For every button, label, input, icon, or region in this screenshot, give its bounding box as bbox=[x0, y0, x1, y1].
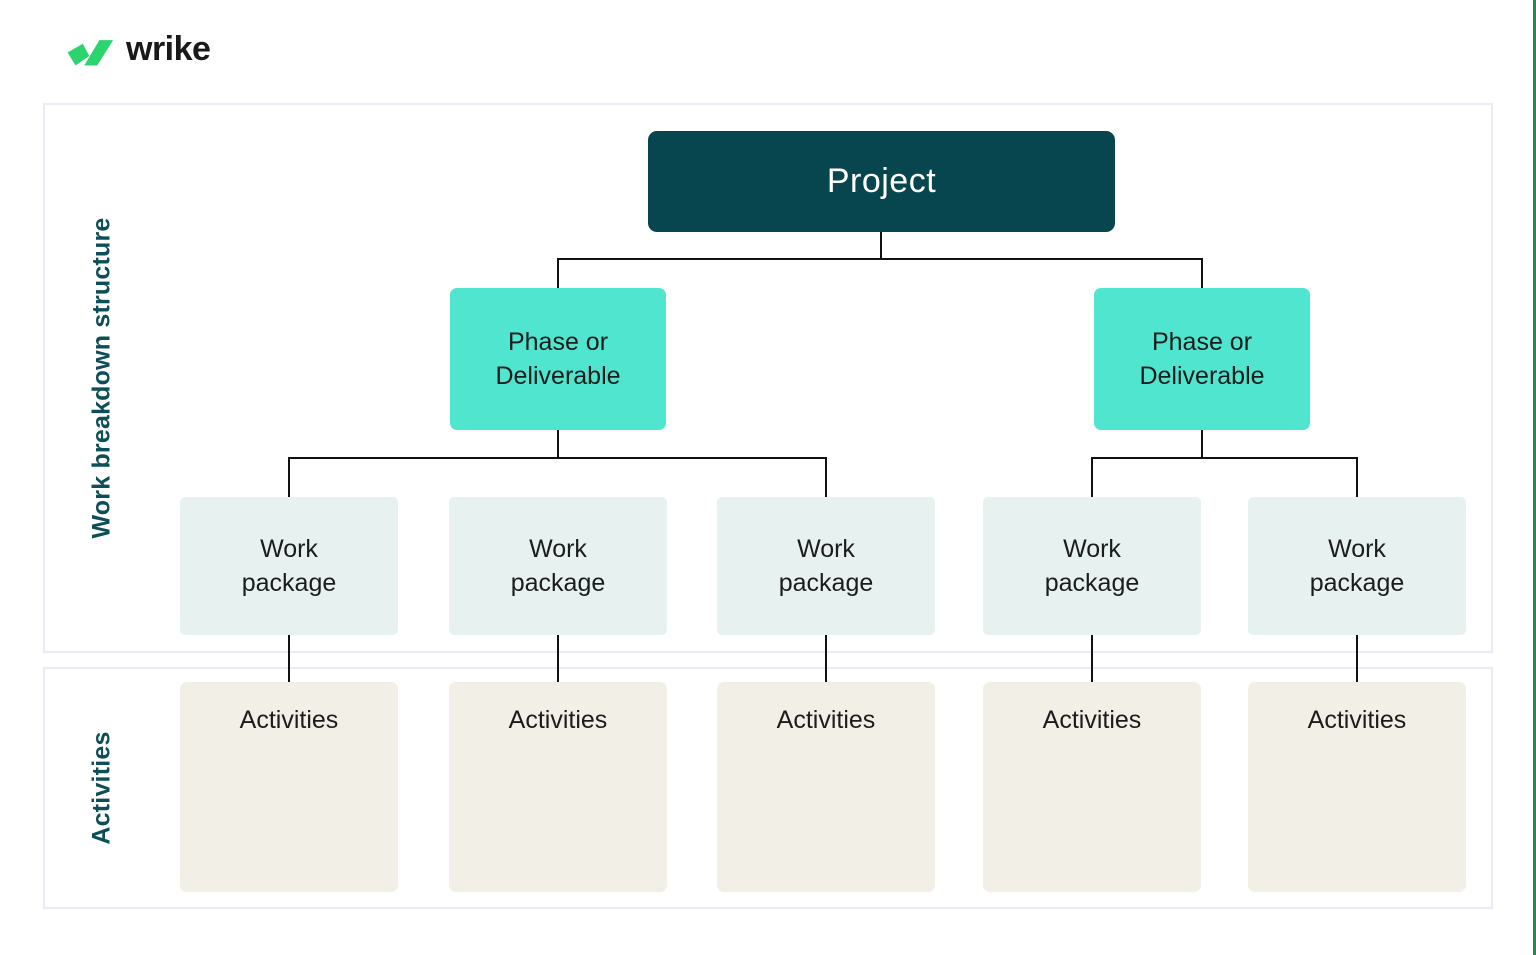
connector-phase-right-drop bbox=[1201, 258, 1203, 289]
activities-box-label: Activities bbox=[239, 706, 339, 734]
project-box: Project bbox=[648, 131, 1115, 232]
work-package-box-3: Work package bbox=[717, 497, 935, 635]
right-edge-strip bbox=[1533, 0, 1536, 955]
connector-wp3-to-activities bbox=[825, 635, 827, 683]
connector-level2-right-horizontal bbox=[1091, 457, 1358, 459]
phase-box-label: Phase or Deliverable bbox=[495, 327, 621, 391]
activities-box-3: Activities bbox=[717, 682, 935, 892]
connector-wp1-drop bbox=[288, 457, 290, 498]
work-package-label: Work package bbox=[241, 534, 337, 598]
connector-wp5-drop bbox=[1356, 457, 1358, 498]
wrike-checkmark-icon bbox=[67, 40, 114, 66]
work-package-label: Work package bbox=[1309, 534, 1405, 598]
connector-wp5-to-activities bbox=[1356, 635, 1358, 683]
activities-box-2: Activities bbox=[449, 682, 667, 892]
phase-box-left: Phase or Deliverable bbox=[450, 288, 666, 430]
connector-wp4-to-activities bbox=[1091, 635, 1093, 683]
connector-phase-left-drop bbox=[557, 258, 559, 289]
work-package-label: Work package bbox=[510, 534, 606, 598]
work-package-box-1: Work package bbox=[180, 497, 398, 635]
activities-box-label: Activities bbox=[1307, 706, 1407, 734]
activities-box-label: Activities bbox=[776, 706, 876, 734]
work-package-label: Work package bbox=[778, 534, 874, 598]
connector-wp4-drop bbox=[1091, 457, 1093, 498]
wrike-logo: wrike bbox=[64, 30, 211, 72]
connector-wp2-to-activities bbox=[557, 635, 559, 683]
work-package-box-4: Work package bbox=[983, 497, 1201, 635]
wbs-section-label: Work breakdown structure bbox=[87, 217, 116, 539]
connector-level2-left-horizontal bbox=[288, 457, 827, 459]
project-box-label: Project bbox=[826, 162, 937, 201]
activities-section-label: Activities bbox=[87, 731, 116, 845]
activities-box-label: Activities bbox=[1042, 706, 1142, 734]
connector-wp1-to-activities bbox=[288, 635, 290, 683]
activities-box-1: Activities bbox=[180, 682, 398, 892]
work-package-label: Work package bbox=[1044, 534, 1140, 598]
activities-box-4: Activities bbox=[983, 682, 1201, 892]
activities-box-label: Activities bbox=[508, 706, 608, 734]
wrike-logo-text: wrike bbox=[126, 30, 211, 68]
phase-box-right: Phase or Deliverable bbox=[1094, 288, 1310, 430]
connector-project-down bbox=[880, 232, 882, 259]
connector-phase-right-down bbox=[1201, 430, 1203, 458]
work-package-box-2: Work package bbox=[449, 497, 667, 635]
activities-box-5: Activities bbox=[1248, 682, 1466, 892]
phase-box-label: Phase or Deliverable bbox=[1139, 327, 1265, 391]
connector-phase-left-down bbox=[557, 430, 559, 458]
connector-level1-horizontal bbox=[557, 258, 1203, 260]
work-package-box-5: Work package bbox=[1248, 497, 1466, 635]
connector-wp3-drop bbox=[825, 457, 827, 498]
